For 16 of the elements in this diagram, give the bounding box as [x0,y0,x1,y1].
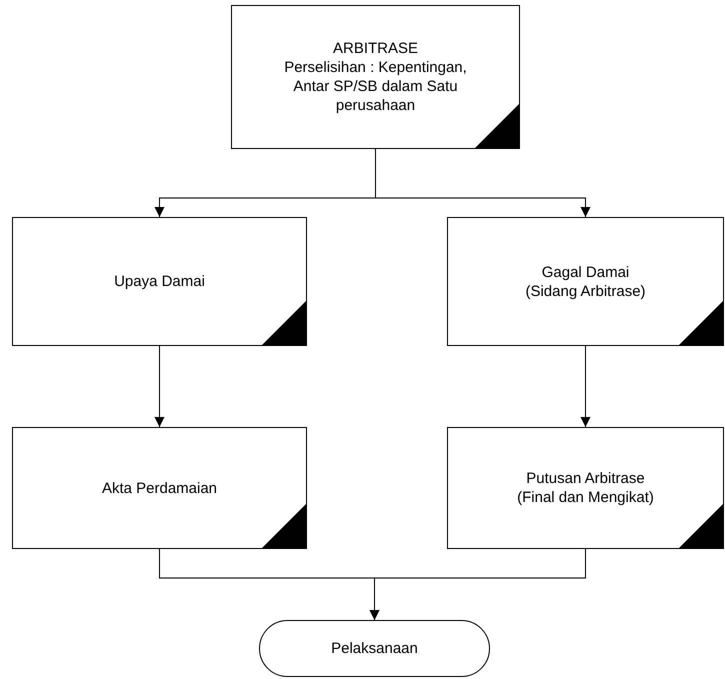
arrow [370,548,586,620]
process-box [447,427,724,549]
arrow [580,346,590,428]
node-text: Upaya Damai [114,272,205,291]
node-text: Perselisihan : Kepentingan, Antar SP/SB dalam Satu perusahaan [283,58,468,115]
node-text: Akta Perdamaian [102,478,218,498]
node-text: Gagal Damai (Sidang Arbitrase) [524,262,647,300]
arrow [154,346,164,428]
process-box [447,217,724,346]
process-box [231,5,520,149]
node-heading: ARBITRASE [332,39,418,58]
node-text: Pelaksanaan [331,639,418,658]
process-box [12,427,307,549]
arrow [375,148,590,218]
process-box [12,217,307,346]
node-text: Putusan Arbitrase (Final dan Mengikat) [516,469,655,507]
